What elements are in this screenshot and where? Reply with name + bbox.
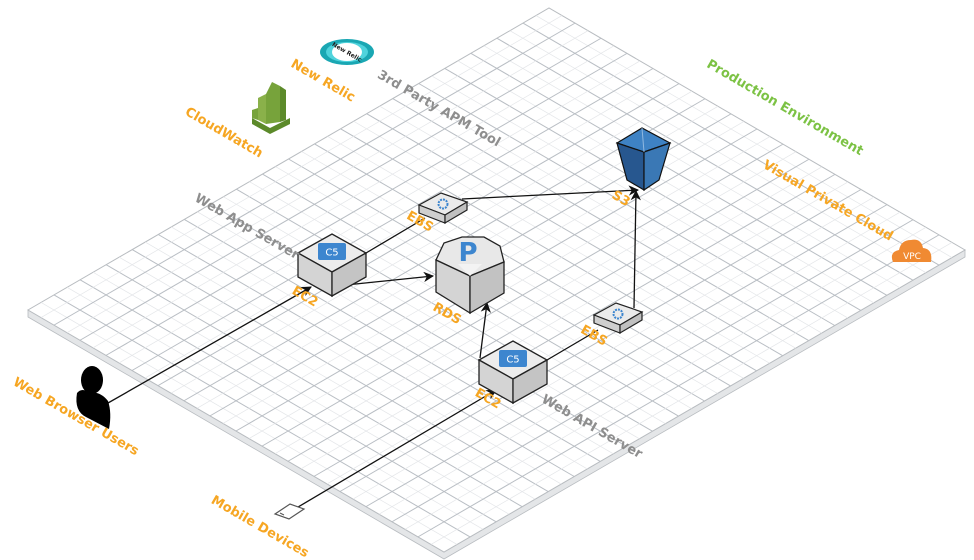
- grid-line: [430, 242, 953, 545]
- connector-ebs-2-to-s3: [630, 189, 642, 309]
- grid-line: [40, 15, 563, 318]
- connectors: [107, 185, 642, 511]
- grid-line: [79, 37, 602, 341]
- label-mobile-devices: Mobile Devices: [208, 493, 311, 560]
- connector-mobile-to-ec2: [292, 389, 497, 511]
- grid-line: [66, 30, 589, 333]
- connector-users-to-ec2: [107, 286, 312, 404]
- grid-line: [404, 227, 927, 530]
- connector-ec2-to-rds: [345, 271, 435, 286]
- grid-line: [248, 136, 771, 439]
- grid-line: [105, 52, 628, 356]
- grid-line: [274, 151, 797, 454]
- ec2-chip-icon: C5: [318, 243, 346, 260]
- grid-line: [118, 60, 641, 364]
- ebs-volume-1[interactable]: [417, 192, 469, 225]
- grid-line: [170, 90, 693, 394]
- grid: [40, 15, 953, 545]
- grid-line: [378, 211, 901, 515]
- ec2-chip-icon: C5: [499, 350, 527, 367]
- grid-line: [131, 68, 654, 371]
- svg-text:C5: C5: [325, 248, 338, 259]
- rds-database[interactable]: P: [435, 236, 505, 315]
- vpc-cloud-icon: VPC: [891, 239, 932, 262]
- grid-line: [157, 83, 680, 387]
- grid-line: [417, 234, 940, 538]
- gear-icon: [612, 308, 624, 320]
- rds-p-icon: P: [458, 238, 477, 268]
- grid-line: [352, 196, 875, 500]
- svg-text:C5: C5: [506, 355, 519, 366]
- grid-line: [53, 22, 576, 326]
- new-relic-logo: New Relic: [320, 39, 374, 65]
- grid-line: [287, 158, 810, 462]
- s3-bucket[interactable]: [615, 127, 672, 192]
- web-browser-user-icon: [76, 366, 111, 429]
- grid-line: [391, 219, 914, 523]
- grid-line: [144, 75, 667, 379]
- label-web-browser-users: Web Browser Users: [10, 375, 141, 459]
- grid-line: [313, 173, 836, 477]
- connector-ec2-2-to-ebs-2: [546, 329, 599, 361]
- ec2-web-app-server[interactable]: C5: [296, 233, 368, 298]
- cloudwatch-icon: [252, 82, 290, 134]
- ebs-volume-2[interactable]: [592, 302, 644, 335]
- mobile-device-icon: [273, 503, 306, 520]
- grid-line: [365, 204, 888, 508]
- gear-icon: [437, 198, 449, 210]
- connector-ec2-to-ebs: [365, 217, 426, 254]
- grid-line: [326, 181, 849, 485]
- grid-line: [300, 166, 823, 470]
- grid-line: [339, 189, 862, 492]
- grid-line: [261, 143, 784, 447]
- connector-ebs-to-s3: [461, 185, 640, 200]
- svg-text:VPC: VPC: [903, 252, 921, 262]
- grid-line: [92, 45, 615, 349]
- ec2-web-api-server[interactable]: C5: [477, 340, 549, 405]
- connector-ec2-2-to-rds: [479, 301, 491, 359]
